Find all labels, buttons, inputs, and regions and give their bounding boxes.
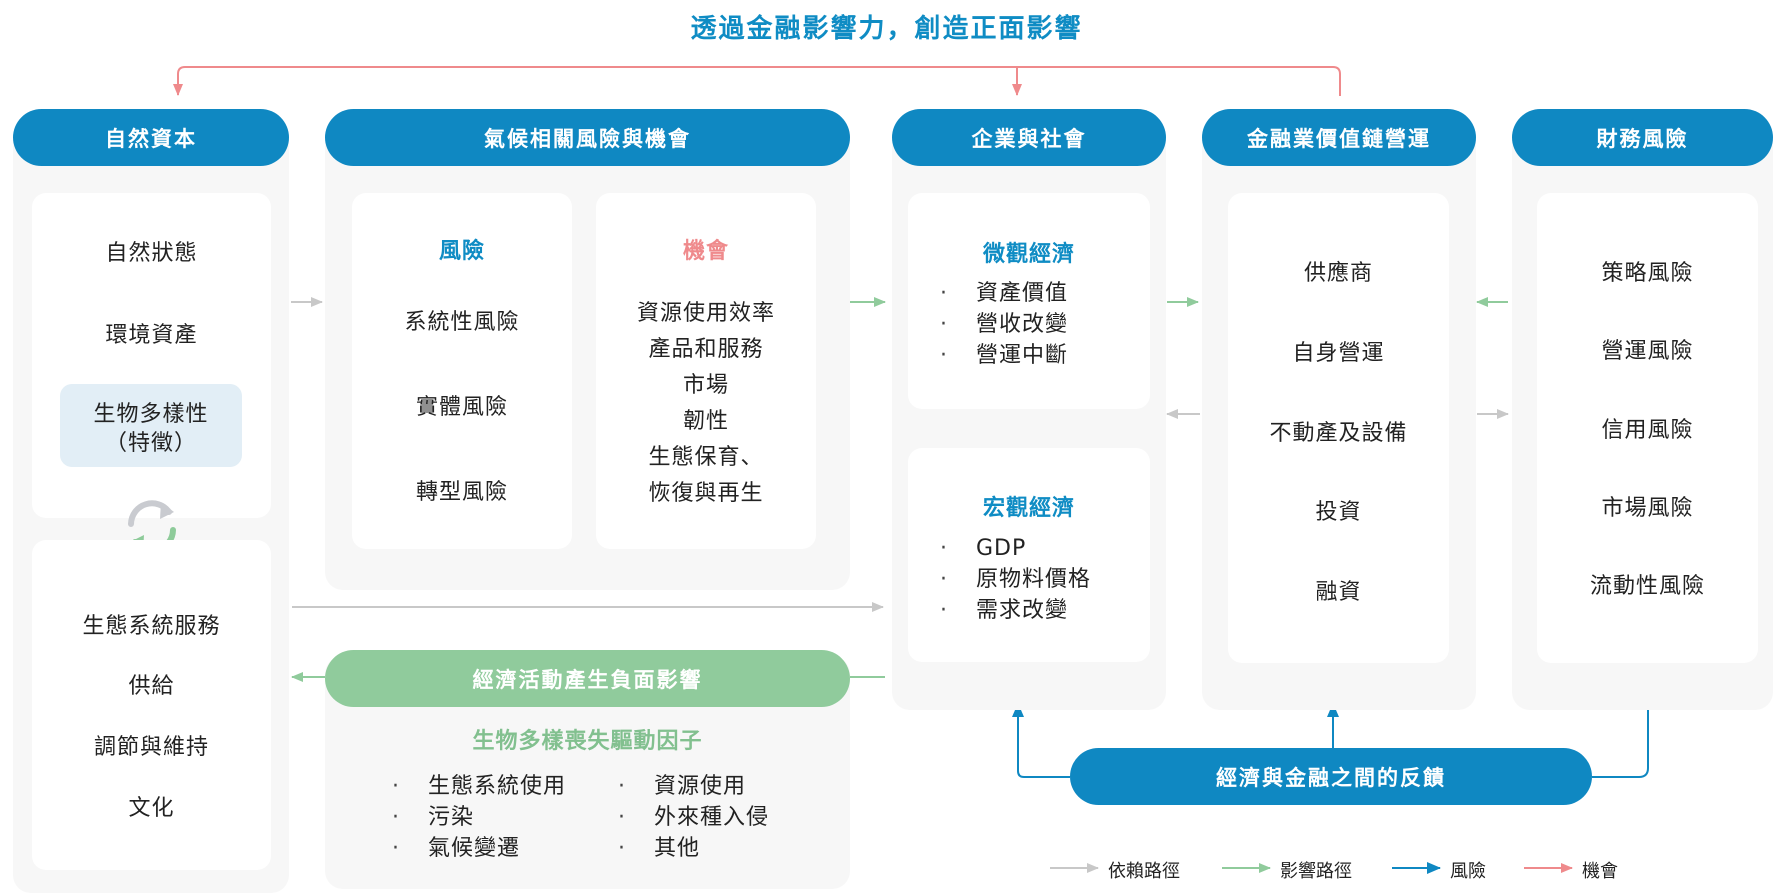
liquidity-risk-item: 流動性風險 [1589,574,1705,599]
opportunity-list: 資源使用效率 產品和服務 市場 韌性 生態保育、 恢復與再生 [596,296,816,512]
culture-item: 文化 [128,796,175,821]
feedback-pill: 經濟與金融之間的反饋 [1070,748,1592,805]
provisioning-item: 供給 [128,674,175,699]
legend-dependency-label: 依賴路徑 [1108,861,1180,882]
regulation-item: 調節與維持 [93,735,209,760]
systemic-risk-item: 系統性風險 [404,310,520,335]
climate-header: 氣候相關風險與機會 [325,109,850,166]
micro-economy-item: 資產價值 [940,278,1140,309]
risk-card [352,193,572,549]
finance-card [1228,193,1449,663]
opportunity-arrow-top [173,66,1341,96]
macro-economy-item: GDP [940,533,1140,564]
legend-impact-label: 影響路徑 [1280,861,1352,882]
driver-item: 生態系統使用 [392,771,612,802]
financial-risk-header: 財務風險 [1512,109,1773,166]
biodiversity-label: 生物多樣性 [93,402,209,427]
driver-item: 污染 [392,802,612,833]
market-risk-item: 市場風險 [1601,496,1694,521]
biodiversity-highlight-box [60,384,242,467]
feedback-line-from-risk [1592,703,1649,778]
natural-state-item: 自然狀態 [105,241,198,266]
credit-risk-item: 信用風險 [1601,418,1694,443]
drivers-list-right: 資源使用 外來種入侵 其他 [618,771,818,864]
financial-risk-card [1537,193,1758,663]
real-estate-item: 不動產及設備 [1269,421,1408,446]
driver-item: 外來種入侵 [618,802,818,833]
finance-header: 金融業價值鏈營運 [1202,109,1476,166]
opportunity-item: 市場 [682,373,729,398]
opportunity-item: 資源使用效率 [636,301,775,326]
opportunity-item: 恢復與再生 [648,481,764,506]
negative-impact-header: 經濟活動產生負面影響 [325,650,850,707]
biodiversity-loss-drivers-title: 生物多樣喪失驅動因子 [472,729,703,754]
opportunity-item: 生態保育、 [648,445,764,470]
opportunity-item: 產品和服務 [648,337,764,362]
legend-opportunity-label: 機會 [1582,861,1618,882]
supplier-item: 供應商 [1303,261,1373,286]
driver-item: 氣候變遷 [392,833,612,864]
natural-capital-header: 自然資本 [13,109,289,166]
driver-item: 資源使用 [618,771,818,802]
driver-item: 其他 [618,833,818,864]
risk-title: 風險 [438,239,485,264]
opportunity-item: 韌性 [682,409,729,434]
macro-economy-list: GDP 原物料價格 需求改變 [940,533,1140,626]
environmental-asset-item: 環境資產 [105,323,198,348]
ecosystem-services-item: 生態系統服務 [82,614,221,639]
drivers-list-left: 生態系統使用 污染 氣候變遷 [392,771,612,864]
own-operations-item: 自身營運 [1292,341,1385,366]
investment-item: 投資 [1315,500,1362,525]
macro-economy-item: 原物料價格 [940,564,1140,595]
opportunity-card [596,193,816,549]
physical-risk-item: 實體風險 [415,395,508,420]
feedback-arrow-to-enterprise [1012,703,1070,778]
financing-item: 融資 [1315,580,1362,605]
micro-economy-item: 營運中斷 [940,340,1140,371]
legend-risk-label: 風險 [1450,861,1486,882]
opportunity-title: 機會 [682,239,729,264]
micro-economy-list: 資產價值 營收改變 營運中斷 [940,278,1140,371]
macro-economy-title: 宏觀經濟 [982,496,1075,521]
strategic-risk-item: 策略風險 [1601,261,1694,286]
macro-economy-item: 需求改變 [940,595,1140,626]
operational-risk-item: 營運風險 [1601,339,1694,364]
diagram-title: 透過金融影響力，創造正面影響 [690,14,1083,44]
transition-risk-item: 轉型風險 [415,480,508,505]
enterprise-header: 企業與社會 [892,109,1166,166]
ecosystem-services-card [32,540,271,870]
micro-economy-title: 微觀經濟 [982,242,1075,267]
micro-economy-item: 營收改變 [940,309,1140,340]
biodiversity-feature-label: （特徵） [104,431,197,456]
